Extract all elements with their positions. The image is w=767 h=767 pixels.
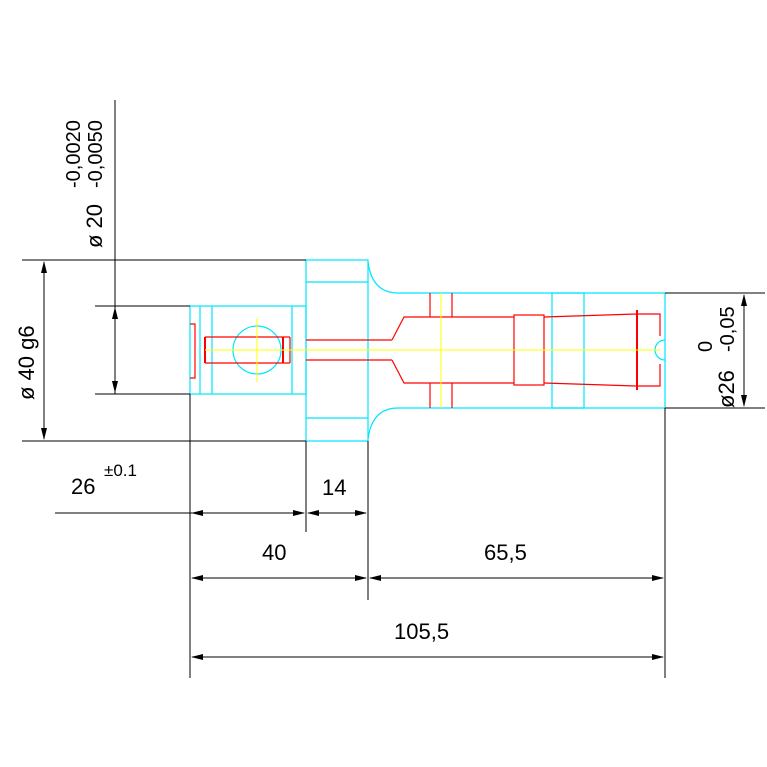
dim-len-total: 105,5 [394, 619, 449, 644]
dim-d-right: ø26 [714, 370, 739, 408]
neck-fillet-bottom [367, 407, 399, 440]
dim-len-collar: 14 [322, 475, 346, 500]
dim-d-right-tol-upper: 0 [695, 341, 717, 352]
dim-len-left: 40 [262, 540, 286, 565]
dim-len-journal: 26 [71, 474, 95, 499]
centerlines [205, 293, 660, 408]
dimension-lines [22, 100, 765, 678]
dim-len-journal-tol: ±0.1 [104, 461, 137, 480]
dimension-texts: ø 40 g6 ø 20 -0,0050 -0,0020 ø26 -0,05 0… [14, 120, 739, 644]
dim-len-right: 65,5 [484, 540, 527, 565]
neck-fillet-top [367, 261, 399, 294]
dim-d-left-main: ø 40 g6 [14, 325, 39, 400]
dim-d-left-journal-tol-lower: -0,0050 [85, 120, 107, 188]
dim-d-left-journal-tol-upper: -0,0020 [63, 120, 85, 188]
dim-d-right-tol-lower: -0,05 [717, 306, 739, 352]
dim-d-left-journal: ø 20 [82, 204, 107, 248]
